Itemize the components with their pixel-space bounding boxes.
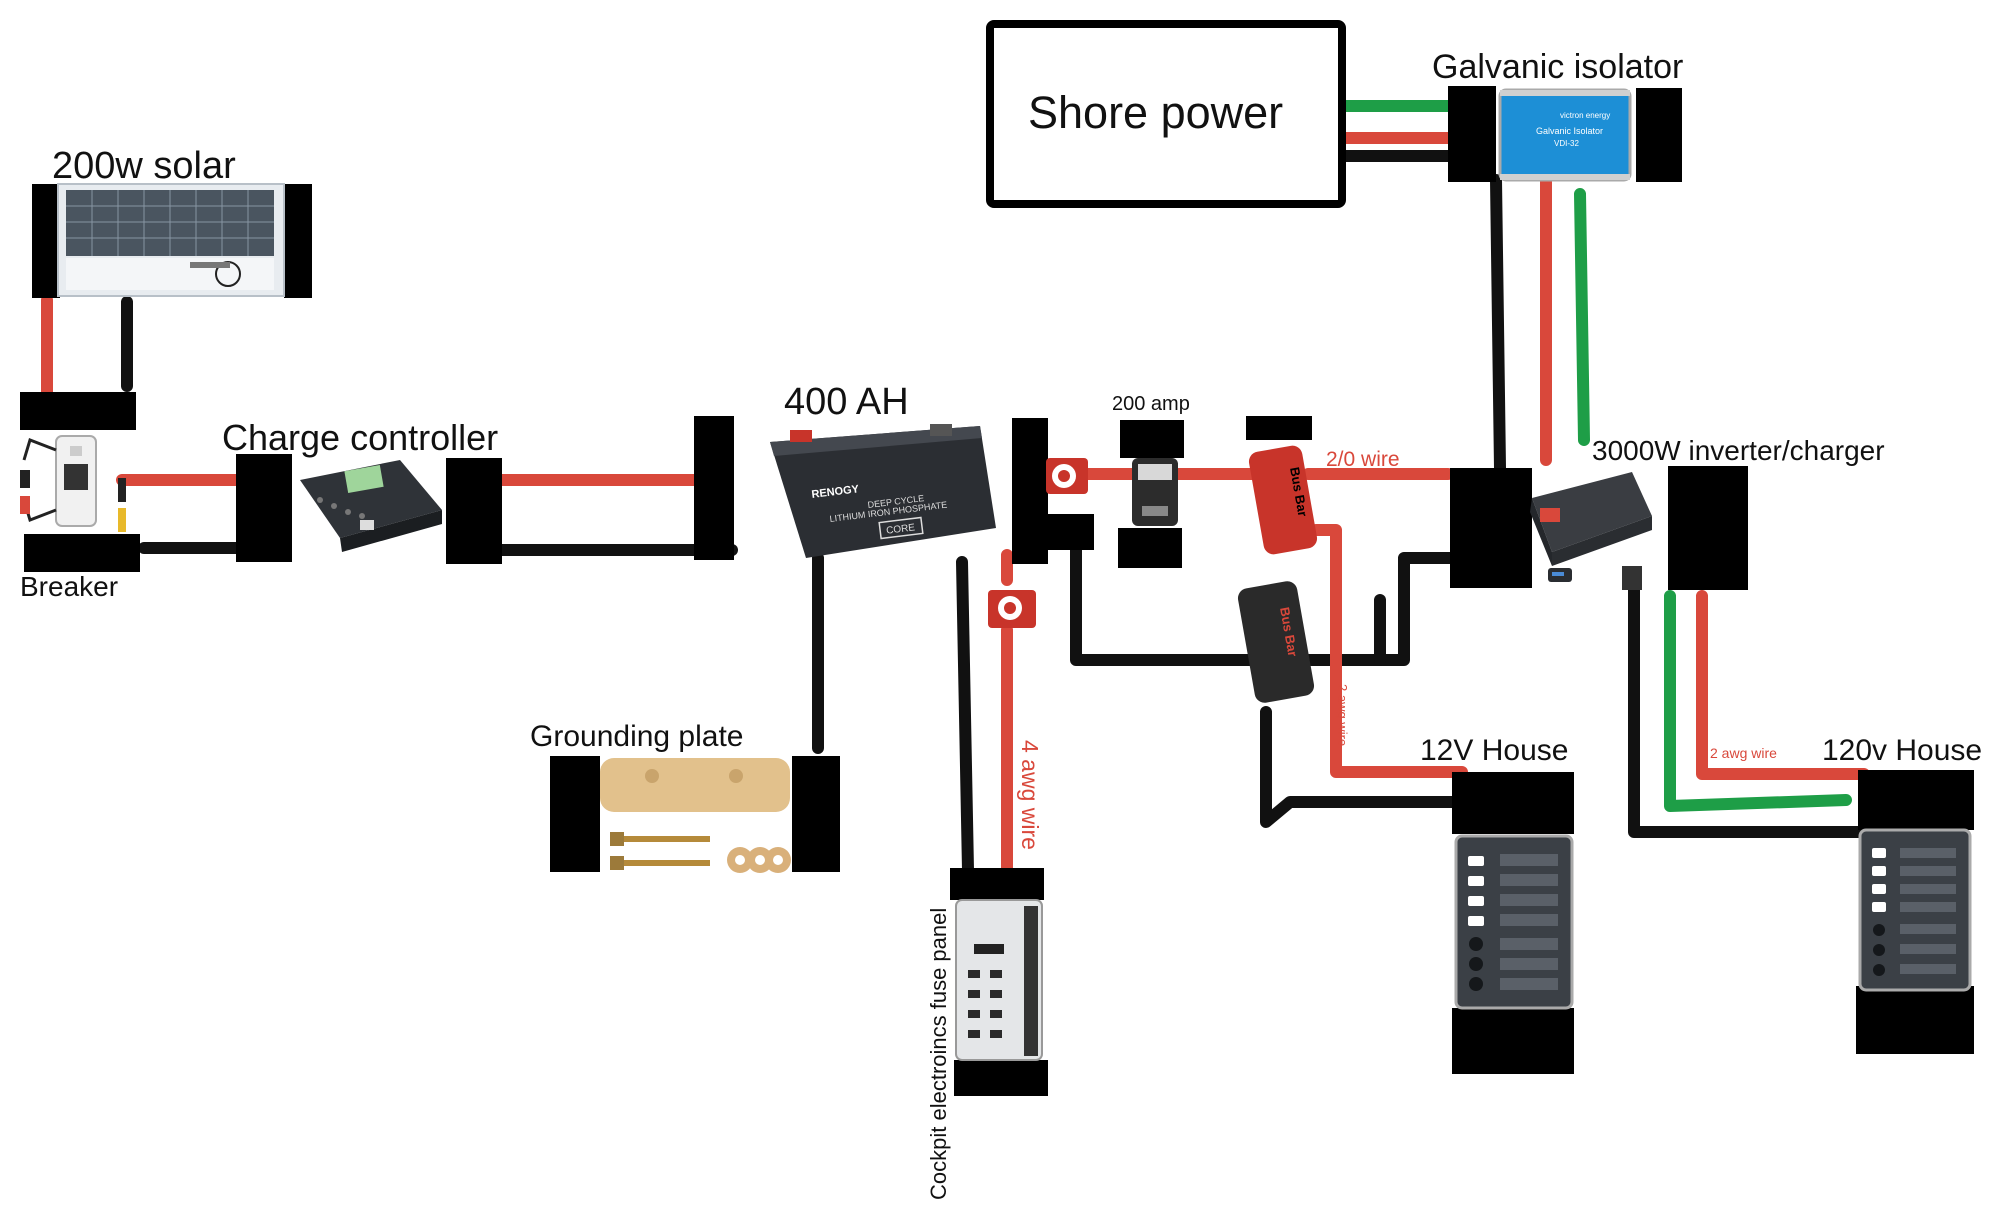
grounding-plate [600,758,791,873]
solar-label: 200w solar [52,145,236,187]
redaction-block [550,756,600,872]
redaction-block [1450,468,1532,588]
house-120v-negative-wire [1628,566,1868,838]
redaction-block [32,184,60,298]
house-12v-label: 12V House [1420,734,1568,767]
house-120v-ground-wire [1664,590,1852,812]
grounding-plate-label: Grounding plate [530,720,744,753]
redaction-blocks [20,86,1974,1096]
cockpit-fuse-panel [955,899,1043,1061]
isolator-brand: victron energy [1560,111,1610,120]
redaction-block [236,454,292,562]
inverter-label: 3000W inverter/charger [1592,435,1885,466]
breaker [20,435,126,532]
wires [41,100,1870,876]
charge-controller-label: Charge controller [222,417,498,458]
battery-switch-cockpit [988,590,1036,628]
redaction-block [1668,466,1748,590]
wire-2awg-12v-label: 2 awg wire [1335,684,1350,746]
house-12v-negative-wire [1260,706,1458,828]
cockpit-panel-label: Cockpit electroincs fuse panel [926,908,951,1200]
redaction-block [792,756,840,872]
redaction-block [1120,420,1184,458]
redaction-block [1636,88,1682,182]
redaction-block [694,416,734,560]
isolator-negative-wire [1490,174,1506,474]
redaction-block [1246,416,1312,440]
wire-4awg-label: 4 awg wire [1017,740,1043,850]
shore-power-label: Shore power [1028,87,1283,138]
wire-2awg-120v [1696,590,1870,780]
redaction-block [950,868,1044,900]
battery: RENOGY DEEP CYCLE LITHIUM IRON PHOSPHATE… [770,424,996,558]
redaction-block [446,458,502,564]
isolator-ground-wire [1574,188,1590,446]
redaction-block [1452,1008,1574,1074]
redaction-block [1452,772,1574,834]
redaction-block [1856,986,1974,1054]
redaction-block [1448,86,1496,182]
redaction-block [284,184,312,298]
busbar-positive: Bus Bar [1248,445,1318,555]
shore-power-box [986,20,1346,208]
labels: 200w solar Breaker Charge controller 400… [20,48,1982,1200]
redaction-block [1858,770,1974,830]
charge-controller [300,460,442,552]
house-120v-label: 120v House [1822,734,1982,767]
breaker-label: Breaker [20,571,118,602]
house-12v-panel [1454,834,1574,1010]
house-120v-panel [1858,828,1972,992]
galvanic-isolator-label: Galvanic isolator [1432,48,1683,86]
isolator-name: Galvanic Isolator [1536,126,1603,136]
redaction-block [1118,528,1182,568]
negative-busbar-inverter-wire [1302,552,1466,666]
battery-brand: RENOGY [811,483,860,501]
battery-model: CORE [886,522,916,536]
wire-2-0-label: 2/0 wire [1326,448,1400,471]
wire-2awg-120v-label: 2 awg wire [1710,745,1777,761]
battery-switch-main [1046,458,1088,494]
redaction-block [1046,514,1094,550]
galvanic-isolator: victron energy Galvanic Isolator VDI-32 [1498,88,1632,182]
redaction-block [20,392,136,430]
wire-2awg-12v [1310,524,1468,778]
redaction-block [24,534,140,572]
redaction-block [954,1060,1048,1096]
fuse-200-amp [1132,458,1178,526]
busbar-negative: Bus Bar [1237,581,1315,703]
redaction-block [1012,418,1048,564]
isolator-model: VDI-32 [1554,139,1579,148]
fuse-200-label: 200 amp [1112,393,1190,415]
solar-panel [57,183,285,297]
inverter-charger [1530,472,1652,590]
battery-cockpit-negative-wire [956,556,974,876]
battery-label: 400 AH [784,381,909,423]
